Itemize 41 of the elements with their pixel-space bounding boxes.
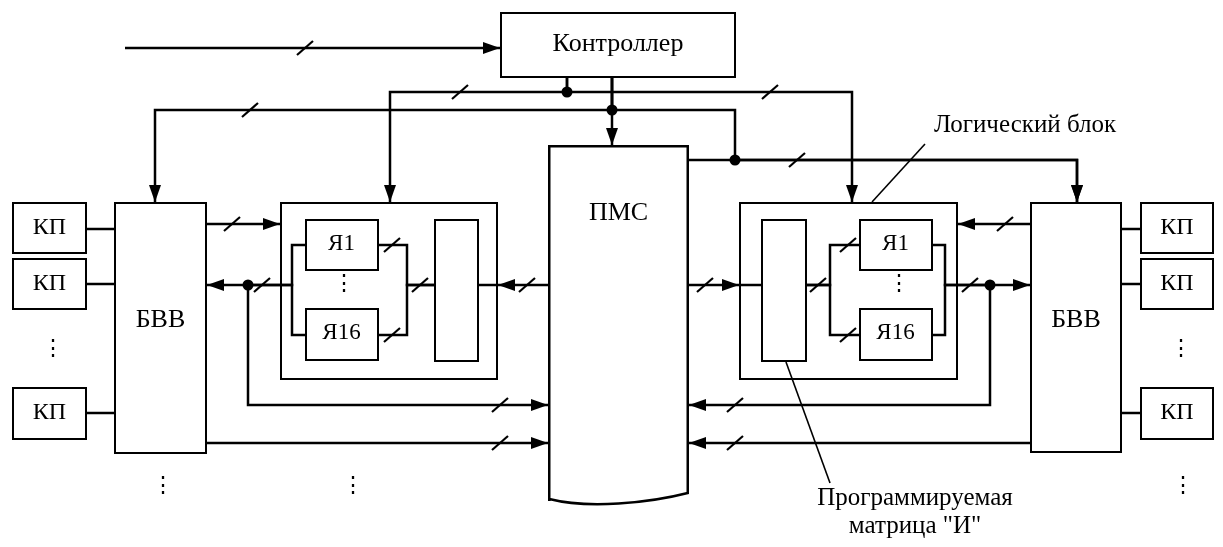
box-label: БВВ [134,304,187,334]
port-box [1140,202,1214,254]
ellipsis-mark: ⋮ [1170,337,1192,359]
box-label: КП [1159,213,1195,240]
port-box [12,202,87,254]
callout-text: Логический блок [880,110,1170,144]
ellipsis-mark: ⋮ [333,272,355,294]
box-label: Я1 [327,229,356,256]
ellipsis-mark: ⋮ [342,474,364,496]
box-label: КП [1159,398,1195,425]
ellipsis-mark: ⋮ [42,337,64,359]
logic-block [739,202,958,380]
box-label: Я16 [321,318,362,345]
ellipsis-mark: ⋮ [1172,474,1194,496]
cell-box [858,307,933,361]
port-box [1140,258,1214,310]
box-label: ПМС [587,197,650,227]
port-box [12,258,87,310]
io-block [114,202,207,454]
box-label: Контроллер [551,28,685,58]
ellipsis-mark: ⋮ [152,474,174,496]
callout-text: Программируемая матрица "И" [790,483,1040,545]
cell-box [304,218,379,271]
io-block [1030,202,1122,453]
box-label: КП [31,269,68,296]
box-label: КП [31,213,68,240]
box-label: КП [31,398,68,425]
logic-block [280,202,498,380]
port-box [12,387,87,440]
matrix-block [760,218,807,362]
cell-box [858,218,933,271]
switch-matrix-block [548,145,689,507]
box-label: Я16 [875,318,916,345]
matrix-block [433,218,479,362]
port-box [1140,387,1214,440]
box-label: БВВ [1050,304,1102,334]
cell-box [304,307,379,361]
ellipsis-mark: ⋮ [888,272,910,294]
box-label: КП [1159,269,1195,296]
box-label: Я1 [881,229,910,256]
controller-box [500,12,736,78]
